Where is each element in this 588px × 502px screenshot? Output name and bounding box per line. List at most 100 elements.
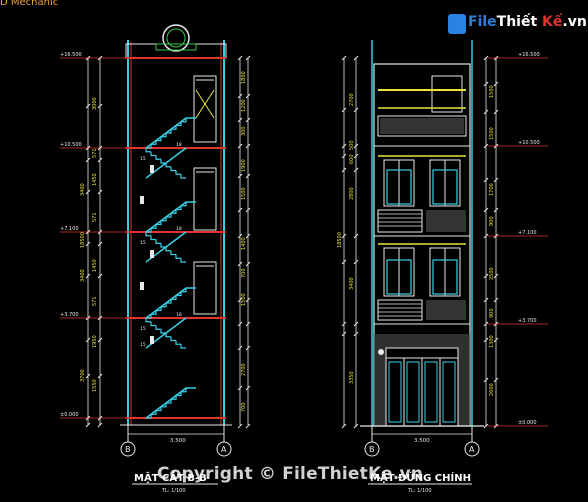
step-label: 15: [140, 326, 146, 332]
dim-label: 1700: [489, 183, 495, 196]
dim-label: 1900: [241, 159, 247, 172]
dim-tick: [237, 207, 243, 213]
elevation-right-dims: 1500 1500 1700 900 2500 900 1300 2600: [489, 85, 495, 396]
dim-label: 18500: [337, 232, 343, 248]
dim-tick: [245, 93, 251, 99]
dim-tick: [237, 117, 243, 123]
elevation-title: MẶT ĐỨNG CHÍNH: [370, 470, 471, 484]
dim-tick: [97, 55, 103, 61]
stair-tread: [171, 395, 177, 400]
stair-tread: [155, 239, 161, 244]
dim-label: 2800: [349, 187, 355, 200]
stair-tread: [150, 235, 156, 241]
dim-tick: [493, 377, 499, 383]
stair-tread: [166, 213, 172, 218]
stair-tread: [146, 314, 152, 319]
dim-tick: [353, 143, 359, 149]
dim-tick: [353, 233, 359, 239]
dim-tick: [483, 81, 489, 87]
dim-tick: [483, 337, 489, 343]
dim-tick: [85, 229, 91, 235]
dim-tick: [483, 177, 489, 183]
dim-tick: [245, 207, 251, 213]
section-text: +16.500 +10.500 +7.100 +3.700 ±0.000 300…: [60, 52, 247, 494]
dim-tick: [97, 422, 103, 428]
dim-label: 700: [241, 402, 247, 412]
dim-tick: [493, 207, 499, 213]
dim-label: 900: [489, 308, 495, 318]
dim-tick: [341, 107, 347, 113]
dim-tick: [85, 337, 91, 343]
dim-tick: [353, 107, 359, 113]
dim-tick: [493, 81, 499, 87]
stair-tread: [161, 303, 167, 308]
dim-tick: [483, 297, 489, 303]
dim-tick: [85, 373, 91, 379]
dim-tick: [245, 321, 251, 327]
stair-tread: [145, 232, 151, 237]
dim-tick: [85, 157, 91, 163]
dim-label: 571: [92, 296, 98, 306]
dim-tick: [85, 189, 91, 195]
level-label: ±0.000: [60, 412, 79, 418]
step-label: 15: [140, 240, 146, 246]
dim-tick: [353, 153, 359, 159]
stair-tread: [175, 340, 181, 345]
stair-tread: [156, 406, 162, 412]
dim-tick: [493, 109, 499, 115]
dim-tick: [245, 297, 251, 303]
dim-tick: [245, 345, 251, 351]
dim-label: 571: [92, 212, 98, 222]
stair-tread: [151, 140, 157, 145]
level-label: +10.500: [60, 142, 82, 148]
dim-tick: [245, 423, 251, 429]
elevation-level-labels: +16.500 +10.500 +7.100 +3.700 ±0.000: [518, 52, 540, 426]
stair-tread: [180, 258, 186, 263]
section-drawing: [60, 24, 251, 485]
stair-tread: [145, 318, 151, 323]
dim-tick: [85, 315, 91, 321]
dim-tick: [85, 273, 91, 279]
stair-tread: [151, 310, 157, 315]
level-label: +7.100: [60, 226, 79, 232]
stair-tread: [150, 151, 156, 157]
stair-tread: [160, 329, 166, 334]
dim-label: 700: [241, 268, 247, 278]
dim-label: 900: [489, 216, 495, 226]
dim-tick: [341, 153, 347, 159]
dim-tick: [237, 233, 243, 239]
dim-tick: [97, 241, 103, 247]
stair-tread: [156, 220, 162, 226]
dim-tick: [97, 157, 103, 163]
corner-label: D Mechanic: [0, 0, 59, 8]
step-label: 18: [176, 312, 182, 318]
stair-tread: [181, 118, 187, 123]
grid-bubble-label: A: [221, 445, 227, 454]
dim-tick: [245, 117, 251, 123]
section-step-labels: 15 18 15 18 15 18 15: [140, 142, 182, 348]
stair-tread: [161, 217, 167, 222]
dim-label: 571: [92, 148, 98, 158]
dim-tick: [245, 385, 251, 391]
dim-tick: [341, 331, 347, 337]
dim-label: 2500: [489, 267, 495, 280]
stair-tread: [156, 136, 162, 142]
stair-tread: [176, 391, 182, 397]
dim-tick: [483, 55, 489, 61]
dim-label: 1500: [241, 293, 247, 306]
stair-tread: [156, 306, 162, 312]
dim-tick: [97, 415, 103, 421]
dim-tick: [341, 259, 347, 265]
dim-tick: [237, 93, 243, 99]
dim-tick: [97, 373, 103, 379]
dim-tick: [97, 229, 103, 235]
stair-tread: [160, 243, 166, 248]
dim-label: 1200: [241, 99, 247, 112]
stair-tread: [166, 129, 172, 134]
stair-tread: [171, 125, 177, 130]
dim-tick: [85, 415, 91, 421]
level-label: +3.700: [60, 312, 79, 318]
stair-tread: [170, 250, 176, 256]
dim-tick: [237, 173, 243, 179]
level-label: +16.500: [518, 52, 540, 58]
